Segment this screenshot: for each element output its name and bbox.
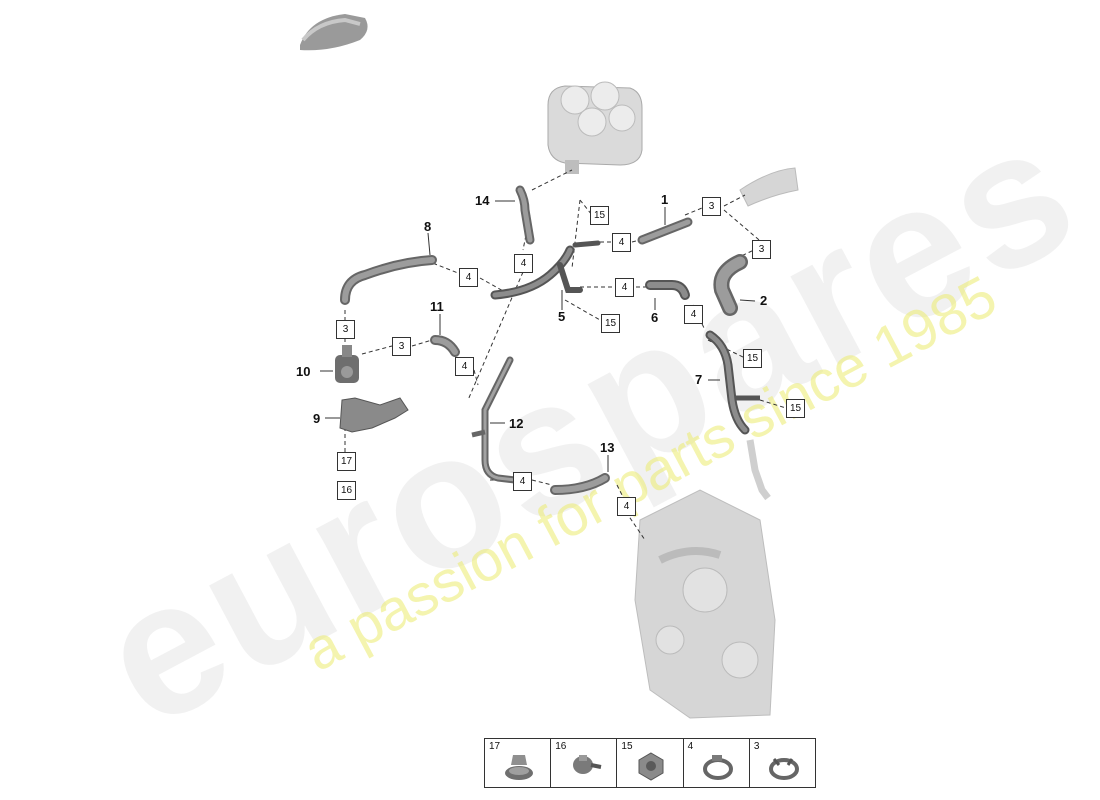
ref-box-3: 3 xyxy=(392,337,411,356)
callout-1: 1 xyxy=(661,192,669,207)
nut-icon xyxy=(638,752,664,781)
callout-10: 10 xyxy=(296,364,311,379)
callout-lines xyxy=(320,200,756,472)
ref-box-15: 15 xyxy=(601,314,620,333)
spring-clamp-icon xyxy=(768,758,799,780)
ref-box-4: 4 xyxy=(615,278,634,297)
callout-8: 8 xyxy=(424,219,432,234)
legend-cell-17: 17 xyxy=(485,739,552,787)
ref-box-17: 17 xyxy=(337,452,356,471)
leader-lines xyxy=(344,169,787,541)
small-parts-legend: 17 16 15 4 3 xyxy=(484,738,816,788)
callout-13: 13 xyxy=(600,440,615,455)
callout-5: 5 xyxy=(558,309,566,324)
ref-box-4: 4 xyxy=(455,357,474,376)
hose-6 xyxy=(645,280,690,300)
ref-box-4: 4 xyxy=(617,497,636,516)
bracket-9 xyxy=(339,397,409,433)
hose-1 xyxy=(637,217,693,245)
hose-8 xyxy=(340,255,437,305)
callout-14: 14 xyxy=(475,193,490,208)
legend-label: 3 xyxy=(753,741,760,752)
legend-cell-4: 4 xyxy=(684,739,750,787)
hose-13 xyxy=(550,473,610,495)
legend-label: 15 xyxy=(621,741,633,752)
pump-10 xyxy=(335,345,359,383)
ref-box-15: 15 xyxy=(743,349,762,368)
legend-cell-15: 15 xyxy=(617,739,684,787)
ref-box-4: 4 xyxy=(612,233,631,252)
callout-6: 6 xyxy=(651,310,659,325)
ghost-outlet-pipe xyxy=(746,439,771,501)
legend-label: 16 xyxy=(555,741,567,752)
ref-box-3: 3 xyxy=(752,240,771,259)
ref-box-4: 4 xyxy=(514,254,533,273)
hose-5 xyxy=(490,240,601,300)
callout-9: 9 xyxy=(313,411,321,426)
ref-box-4: 4 xyxy=(684,305,703,324)
pipe-12 xyxy=(471,356,519,484)
callout-12: 12 xyxy=(509,416,524,431)
grommet-icon xyxy=(505,755,533,780)
expansion-tank xyxy=(547,81,643,174)
ghost-pipe-upper xyxy=(739,167,799,207)
ref-box-16: 16 xyxy=(337,481,356,500)
screw-icon xyxy=(573,755,602,774)
callout-2: 2 xyxy=(760,293,768,308)
car-silhouette-icon xyxy=(300,14,368,51)
ref-box-4: 4 xyxy=(459,268,478,287)
legend-cell-3: 3 xyxy=(750,739,815,787)
callout-11: 11 xyxy=(430,299,444,314)
legend-label: 17 xyxy=(489,741,501,752)
hose-11 xyxy=(430,335,460,357)
ref-box-3: 3 xyxy=(336,320,355,339)
engine-block xyxy=(634,489,776,719)
callout-7: 7 xyxy=(695,372,703,387)
ref-box-15: 15 xyxy=(590,206,609,225)
hose-2 xyxy=(713,254,748,316)
hose-clamp-icon xyxy=(702,755,733,780)
hose-14 xyxy=(515,185,535,245)
ref-box-4: 4 xyxy=(513,472,532,491)
legend-cell-16: 16 xyxy=(551,739,618,787)
ref-box-3: 3 xyxy=(702,197,721,216)
hose-7 xyxy=(705,330,760,435)
legend-label: 4 xyxy=(687,741,694,752)
ref-box-15: 15 xyxy=(786,399,805,418)
